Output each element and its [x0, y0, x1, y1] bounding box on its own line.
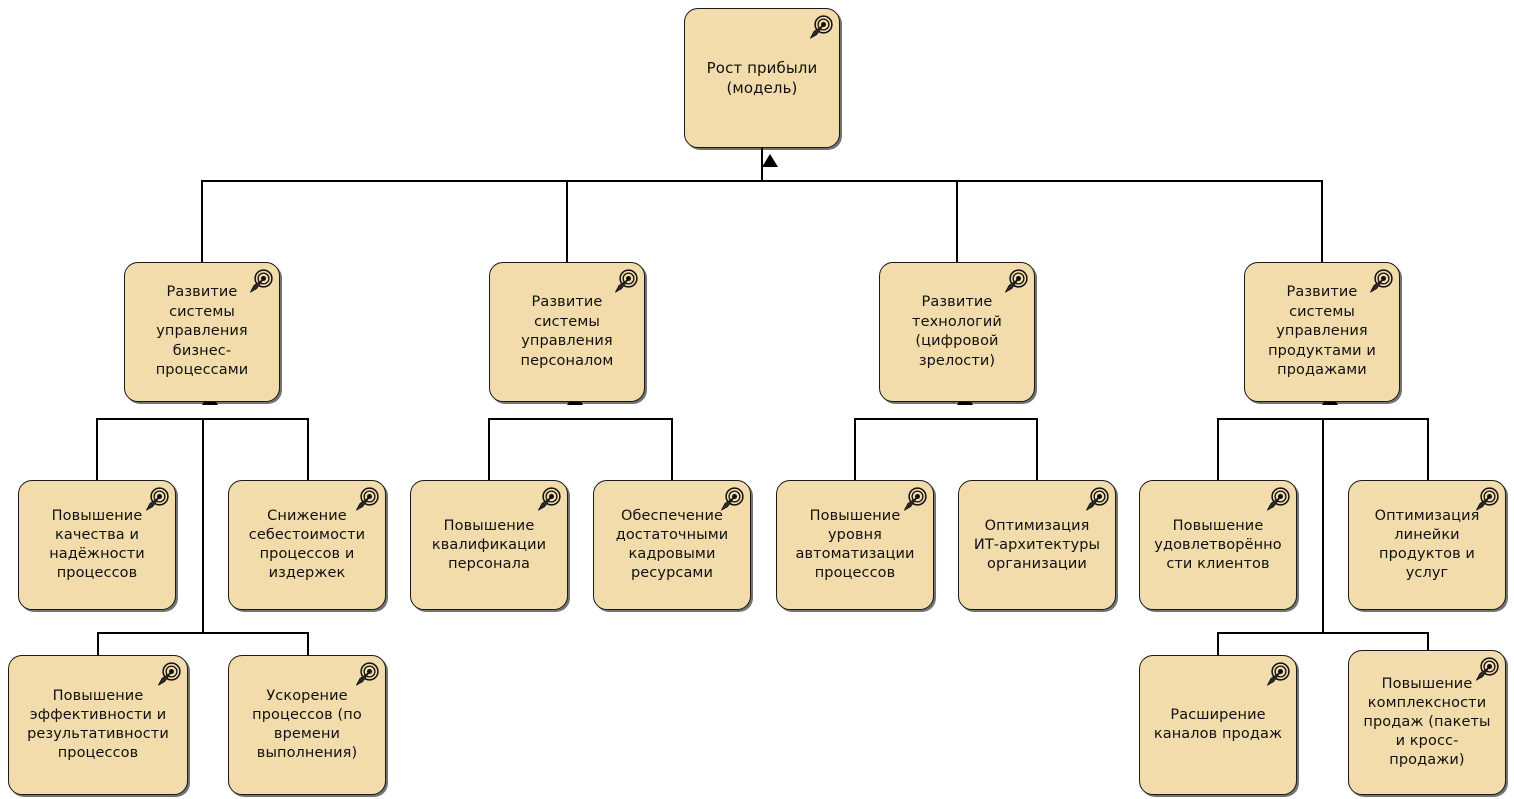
goal-target-icon	[804, 14, 834, 44]
node-label-sales: Развитие системы управления продуктами и…	[1268, 284, 1376, 379]
edge-drop-crosssell	[1427, 632, 1429, 651]
diagram-node-skills[interactable]: Повышение квалификации персонала	[410, 480, 568, 610]
goal-target-icon	[532, 486, 562, 516]
edge-drop-staffing	[671, 418, 673, 480]
edge-drop-bp	[201, 180, 203, 262]
diagram-node-quality[interactable]: Повышение качества и надёжности процессо…	[18, 480, 176, 610]
edge-drop-channels	[1217, 632, 1219, 656]
edge-bp-deep-stem	[202, 418, 204, 633]
node-label-bp: Развитие системы управления бизнес- проц…	[155, 284, 249, 379]
edge-drop-tech	[956, 180, 958, 262]
node-label-channels: Расширение каналов продаж	[1153, 707, 1283, 742]
goal-target-icon	[1261, 661, 1291, 691]
node-label-cost: Снижение себестоимости процессов и издер…	[248, 508, 366, 581]
diagram-node-hr[interactable]: Развитие системы управления персоналом	[489, 262, 645, 402]
diagram-node-automation[interactable]: Повышение уровня автоматизации процессов	[776, 480, 934, 610]
node-label-staffing: Обеспечение достаточными кадровыми ресур…	[615, 508, 729, 581]
edge-drop-sales	[1321, 180, 1323, 262]
edge-drop-automation	[854, 418, 856, 480]
diagram-node-satisfaction[interactable]: Повышение удовлетворённо сти клиентов	[1139, 480, 1297, 610]
diagram-node-sales[interactable]: Развитие системы управления продуктами и…	[1244, 262, 1400, 402]
diagram-node-itarch[interactable]: Оптимизация ИТ-архитектуры организации	[958, 480, 1116, 610]
diagram-node-root[interactable]: Рост прибыли (модель)	[684, 8, 840, 148]
node-label-effectiveness: Повышение эффективности и результативнос…	[27, 688, 169, 761]
edge-sales-deep-stem	[1322, 418, 1324, 633]
diagram-node-portfolio[interactable]: Оптимизация линейки продуктов и услуг	[1348, 480, 1506, 610]
diagram-node-staffing[interactable]: Обеспечение достаточными кадровыми ресур…	[593, 480, 751, 610]
edge-tech-bus	[854, 418, 1037, 420]
node-label-skills: Повышение квалификации персонала	[431, 517, 547, 572]
node-label-portfolio: Оптимизация линейки продуктов и услуг	[1374, 508, 1480, 581]
diagram-node-effectiveness[interactable]: Повышение эффективности и результативнос…	[8, 655, 188, 795]
edge-drop-itarch	[1036, 418, 1038, 480]
goal-target-icon	[1080, 486, 1110, 516]
edge-sales-level4-bus	[1217, 632, 1428, 634]
edge-drop-portfolio	[1427, 418, 1429, 480]
diagram-node-bp[interactable]: Развитие системы управления бизнес- проц…	[124, 262, 280, 402]
node-label-speed: Ускорение процессов (по времени выполнен…	[252, 688, 362, 761]
diagram-node-tech[interactable]: Развитие технологий (цифровой зрелости)	[879, 262, 1035, 402]
node-label-automation: Повышение уровня автоматизации процессов	[795, 508, 915, 581]
edge-drop-quality	[96, 418, 98, 480]
edge-drop-satisfaction	[1217, 418, 1219, 480]
node-label-itarch: Оптимизация ИТ-архитектуры организации	[973, 517, 1101, 572]
diagram-node-channels[interactable]: Расширение каналов продаж	[1139, 655, 1297, 795]
edge-drop-hr	[566, 180, 568, 262]
diagram-node-crosssell[interactable]: Повышение комплексности продаж (пакеты и…	[1348, 650, 1506, 795]
edge-bp-level4-bus	[97, 632, 308, 634]
edge-hr-bus	[488, 418, 672, 420]
edge-root-stem	[761, 148, 763, 180]
node-label-hr: Развитие системы управления персоналом	[520, 294, 614, 369]
node-label-satisfaction: Повышение удовлетворённо сти клиентов	[1154, 517, 1282, 572]
edge-level2-bus	[201, 180, 1323, 182]
edge-drop-skills	[488, 418, 490, 480]
node-label-root: Рост прибыли (модель)	[706, 59, 818, 97]
diagram-node-speed[interactable]: Ускорение процессов (по времени выполнен…	[228, 655, 386, 795]
diagram-node-cost[interactable]: Снижение себестоимости процессов и издер…	[228, 480, 386, 610]
edge-drop-cost	[307, 418, 309, 480]
node-label-quality: Повышение качества и надёжности процессо…	[49, 508, 145, 581]
goal-target-icon	[1261, 486, 1291, 516]
node-label-crosssell: Повышение комплексности продаж (пакеты и…	[1363, 676, 1491, 768]
node-label-tech: Развитие технологий (цифровой зрелости)	[912, 294, 1002, 369]
edge-drop-speed	[307, 632, 309, 656]
edge-drop-effectiveness	[97, 632, 99, 656]
